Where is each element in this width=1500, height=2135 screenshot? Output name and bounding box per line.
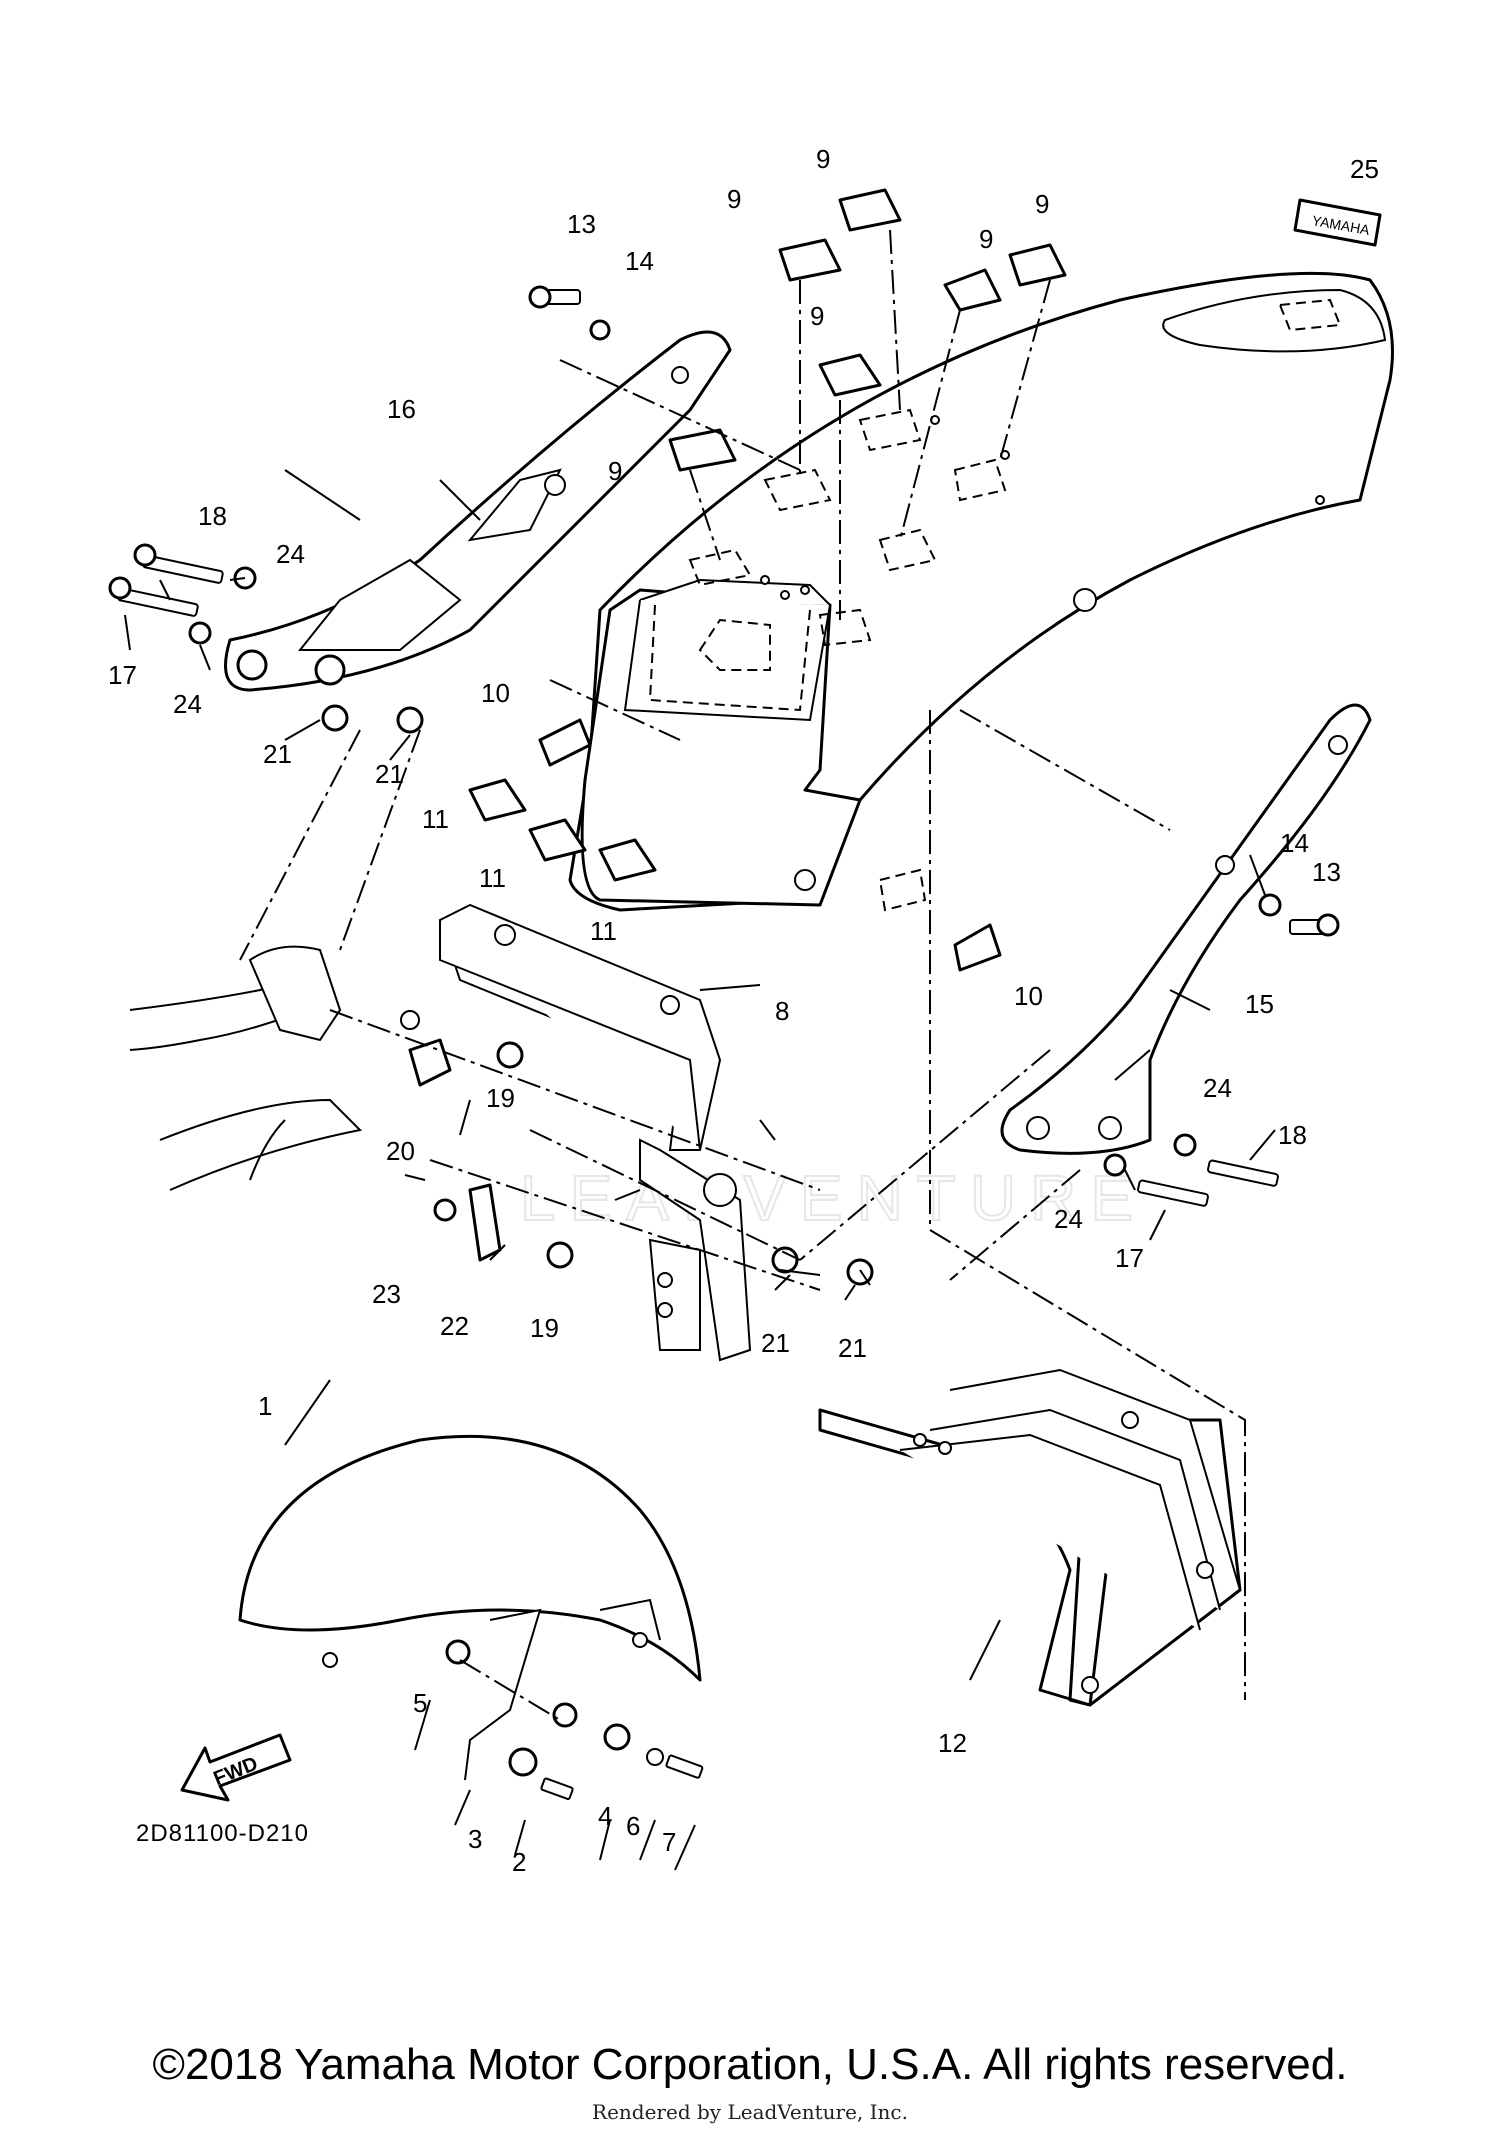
reflector-pads (468, 778, 657, 882)
callout-15: 15 (1245, 989, 1274, 1019)
leadventure-watermark: LEADVENTURE (519, 1161, 1147, 1235)
copyright-notice: ©2018 Yamaha Motor Corporation, U.S.A. A… (152, 2040, 1348, 2089)
callout-24: 24 (1054, 1204, 1083, 1234)
callout-23: 23 (372, 1279, 401, 1309)
callout-21: 21 (375, 759, 404, 789)
callout-12: 12 (938, 1728, 967, 1758)
callout-8: 8 (775, 996, 789, 1026)
assembly-lines (239, 229, 1246, 1721)
emblem-9a (778, 238, 842, 282)
callout-19: 19 (530, 1313, 559, 1343)
callout-21: 21 (263, 739, 292, 769)
callout-11: 11 (590, 916, 617, 946)
callout-14: 14 (1280, 828, 1309, 858)
side-rail-left (224, 330, 732, 692)
rear-inner-fender (818, 1368, 1242, 1707)
callout-4: 4 (598, 1801, 612, 1831)
frame-section (129, 903, 752, 1362)
yamaha-decal: YAMAHA (1293, 198, 1382, 247)
callout-14: 14 (625, 246, 654, 276)
callout-11: 11 (422, 804, 449, 834)
callout-25: 25 (1350, 154, 1379, 184)
callout-24: 24 (1203, 1073, 1232, 1103)
callout-13: 13 (567, 209, 596, 239)
clip-10-group (538, 718, 1002, 972)
decal-positions (688, 298, 1342, 912)
callout-20: 20 (386, 1136, 415, 1166)
rendered-by-notice: Rendered by LeadVenture, Inc. (592, 2100, 908, 2124)
callout-9: 9 (727, 184, 741, 214)
callout-10: 10 (481, 678, 510, 708)
emblem-9d (1008, 243, 1067, 287)
callout-labels: 1 2 3 4 5 6 7 8 9 9 9 9 9 9 10 10 11 11 … (108, 144, 1379, 1877)
callout-13: 13 (1312, 857, 1341, 887)
diagram-code: 2D81100-D210 (136, 1820, 310, 1847)
callout-22: 22 (440, 1311, 469, 1341)
callout-5: 5 (413, 1688, 427, 1718)
emblem-9e (818, 353, 882, 397)
callout-16: 16 (387, 394, 416, 424)
callout-18: 18 (1278, 1120, 1307, 1150)
emblem-9b (838, 188, 902, 232)
callout-7: 7 (662, 1827, 676, 1857)
callout-9: 9 (608, 456, 622, 486)
callout-24: 24 (276, 539, 305, 569)
side-rail-right (1000, 703, 1372, 1155)
callout-11: 11 (479, 863, 506, 893)
watermark-text: LEADVENTURE (520, 1162, 1147, 1234)
callout-6: 6 (626, 1811, 640, 1841)
callout-24: 24 (173, 689, 202, 719)
callout-21: 21 (761, 1328, 790, 1358)
callout-17: 17 (108, 660, 137, 690)
fasteners-upper (108, 285, 1340, 1286)
fwd-arrow-icon: FWD (180, 1733, 292, 1802)
front-fender (238, 1434, 704, 1800)
callout-9: 9 (979, 224, 993, 254)
callout-18: 18 (198, 501, 227, 531)
callout-3: 3 (468, 1824, 482, 1854)
callout-9: 9 (816, 144, 830, 174)
callout-10: 10 (1014, 981, 1043, 1011)
rear-fender (568, 271, 1394, 912)
callout-1: 1 (258, 1391, 272, 1421)
leader-lines (124, 469, 1276, 1871)
emblem-9c (943, 268, 1002, 312)
callout-2: 2 (512, 1847, 526, 1877)
callout-9: 9 (810, 301, 824, 331)
callout-21: 21 (838, 1333, 867, 1363)
callout-9: 9 (1035, 189, 1049, 219)
emblem-9f (668, 428, 737, 472)
emblem-9-group (668, 188, 1067, 472)
callout-17: 17 (1115, 1243, 1144, 1273)
callout-19: 19 (486, 1083, 515, 1113)
